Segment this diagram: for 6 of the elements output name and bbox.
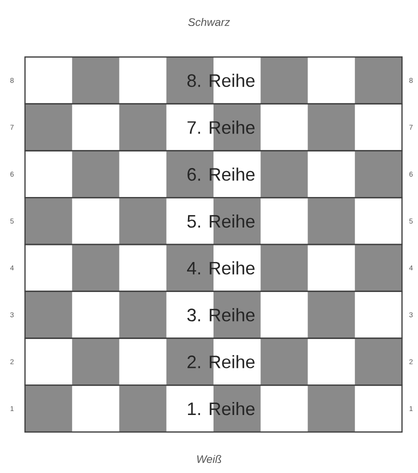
- rank-label: 6. Reihe: [188, 168, 255, 181]
- rank-label: 4. Reihe: [187, 261, 255, 274]
- side-label: Weiß: [197, 454, 222, 464]
- rank-label: 2. Reihe: [188, 355, 255, 368]
- rank-label: 8. Reihe: [187, 74, 255, 87]
- side-label: Schwarz: [188, 18, 230, 26]
